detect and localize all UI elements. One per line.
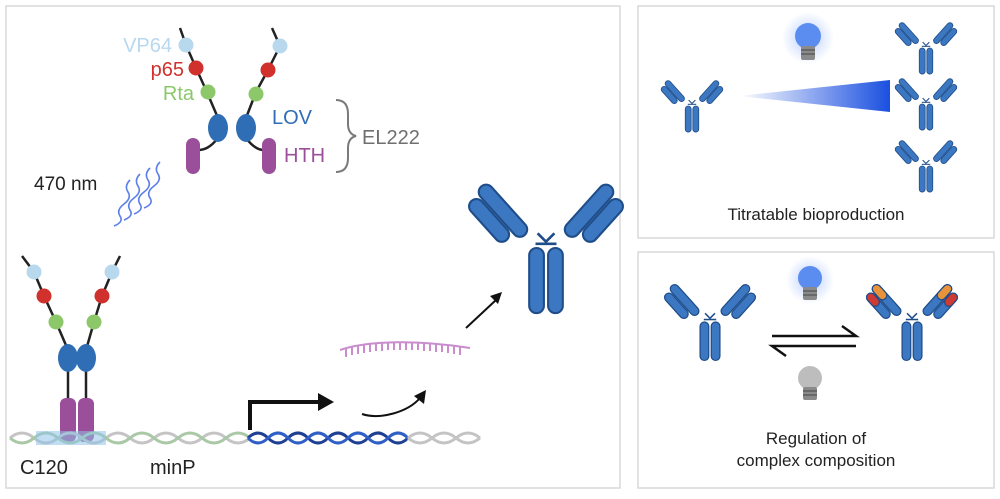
label-minp: minP [150,457,196,479]
light-bulb-off-icon [798,366,822,400]
label-p65: p65 [151,59,184,81]
el222-monomer-pair-inactive [178,27,288,174]
rta-domain-active-left [48,314,64,330]
regulation-caption-line1: Regulation of [766,429,866,448]
vp64-domain [178,37,194,53]
lov-domain-active-right [76,344,96,372]
c120-region [36,431,106,445]
titratable-panel-border [637,5,995,239]
antibody-icon-small [892,76,960,131]
label-c120: C120 [20,457,68,479]
lov-domain-active-left [58,344,78,372]
equilibrium-arrows-icon [768,324,860,358]
regulation-panel-border [637,251,995,489]
panel-titratable: Titratable bioproduction [658,12,960,224]
rta-domain [200,84,216,100]
brace-icon [335,99,357,173]
light-bulb-icon-on [786,256,834,304]
arrow-icon-translation [465,292,502,329]
p65-domain-active-right [94,288,110,304]
antibody-icon-large [461,180,631,315]
p65-domain-active-left [36,288,52,304]
label-lov: LOV [272,107,313,129]
el222-dimer-active [21,255,122,442]
antibody-icon-blue [660,282,760,362]
light-bulb-icon [782,12,834,64]
p65-domain-right [260,62,276,78]
lov-domain-right [236,114,256,142]
light-wave-icon [113,161,161,227]
label-wavelength: 470 nm [34,174,97,195]
dna-strand [9,431,481,445]
rta-domain-right [248,86,264,102]
antibody-icon-small [658,78,726,133]
label-vp64: VP64 [123,35,172,57]
titratable-caption: Titratable bioproduction [727,205,904,224]
antibody-icon-modified [862,282,962,362]
hth-domain [186,138,200,174]
main-panel-border [5,5,621,489]
label-el222: EL222 [362,127,420,149]
antibody-icon-small [892,138,960,193]
intensity-gradient-wedge [738,80,890,112]
label-hth: HTH [284,145,325,167]
arrow-icon [361,390,426,418]
mrna-icon [339,341,471,357]
lov-domain [208,114,228,142]
transcription-start-arrow-icon [248,393,334,430]
vp64-domain-active-right [104,264,120,280]
p65-domain [188,60,204,76]
label-rta: Rta [163,83,195,105]
panel-regulation: Regulation of complex composition [660,256,962,470]
rta-domain-active-right [86,314,102,330]
regulation-caption-line2: complex composition [737,451,896,470]
vp64-domain-right [272,38,288,54]
vp64-domain-active-left [26,264,42,280]
hth-domain-right [262,138,276,174]
antibody-icon-small [892,20,960,75]
